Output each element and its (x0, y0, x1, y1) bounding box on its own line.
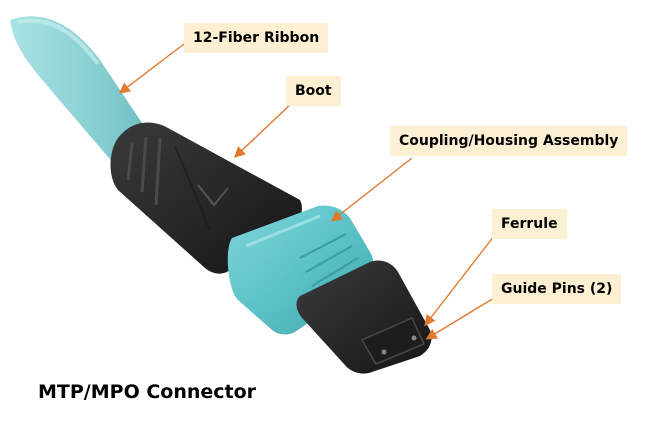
guide-pin (411, 335, 417, 341)
arrow-ferrule (424, 235, 495, 327)
ferrule-shape (296, 260, 432, 374)
arrow-guide-pins (425, 297, 495, 340)
label-guide-pins: Guide Pins (2) (492, 274, 622, 304)
label-fiber-ribbon: 12-Fiber Ribbon (184, 23, 329, 53)
label-coupling-housing: Coupling/Housing Assembly (390, 126, 628, 156)
fiber-ribbon-cable (10, 16, 150, 165)
arrow-housing (330, 157, 413, 222)
label-boot: Boot (286, 76, 341, 106)
diagram-caption: MTP/MPO Connector (38, 381, 257, 403)
label-ferrule: Ferrule (492, 209, 567, 239)
guide-pin (381, 349, 387, 355)
arrow-boot (233, 101, 294, 158)
leader-lines (118, 43, 495, 340)
arrow-ribbon (118, 43, 185, 94)
